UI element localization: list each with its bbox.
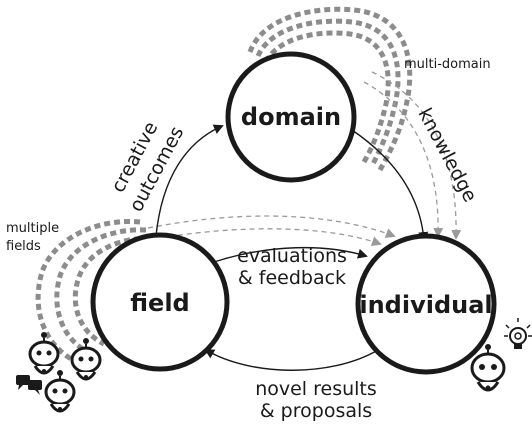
label-evaluations: evaluations <box>237 245 347 267</box>
knowledge-dashed-arrows <box>363 71 462 240</box>
field-dashed-arrows <box>147 215 396 246</box>
node-domain: domain <box>225 51 357 183</box>
lightbulb-icon <box>504 318 532 349</box>
node-domain-label: domain <box>241 103 341 131</box>
arrow-field-to-individual <box>213 246 368 263</box>
knowledge-dashed-arrow-2 <box>363 81 444 238</box>
speech-bubbles-icon <box>16 375 42 395</box>
knowledge-dashed-arrow-1 <box>371 71 462 240</box>
node-field-circle <box>90 232 230 372</box>
field-dashed-arrow-2 <box>159 228 382 246</box>
robot-agent-icon <box>70 338 102 381</box>
robot-agent-icon <box>28 332 60 375</box>
label-proposals: & proposals <box>260 400 372 422</box>
multi-domain-loop-outer <box>247 6 413 172</box>
node-field-label: field <box>130 289 189 317</box>
node-field: field <box>90 232 230 372</box>
arrow-individual-to-field <box>204 348 379 371</box>
node-domain-circle <box>225 51 357 183</box>
node-individual-label: individual <box>359 291 492 319</box>
label-multiple: multiple <box>6 221 59 236</box>
multi-domain-loop-middle <box>255 18 401 168</box>
arrow-domain-to-individual <box>351 129 429 242</box>
node-individual: individual <box>355 233 497 375</box>
label-knowledge: knowledge <box>413 105 481 206</box>
arrow-field-to-domain <box>155 124 224 237</box>
label-fields: fields <box>6 239 41 254</box>
field-dashed-arrow-1 <box>147 215 396 238</box>
label-novel-results: novel results <box>255 378 377 400</box>
multiple-fields-loops <box>35 218 151 369</box>
multi-domain-loops <box>247 6 413 172</box>
label-multi-domain: multi-domain <box>404 57 491 72</box>
multiple-fields-loop-middle <box>54 227 147 359</box>
label-feedback: & feedback <box>238 267 346 289</box>
multi-domain-loop-inner <box>263 30 391 164</box>
solid-arrows <box>155 124 429 371</box>
node-individual-circle <box>355 233 497 375</box>
multiple-fields-loop-inner <box>72 235 151 347</box>
robot-agent-icon <box>470 344 506 392</box>
robot-agent-icon <box>44 370 76 413</box>
